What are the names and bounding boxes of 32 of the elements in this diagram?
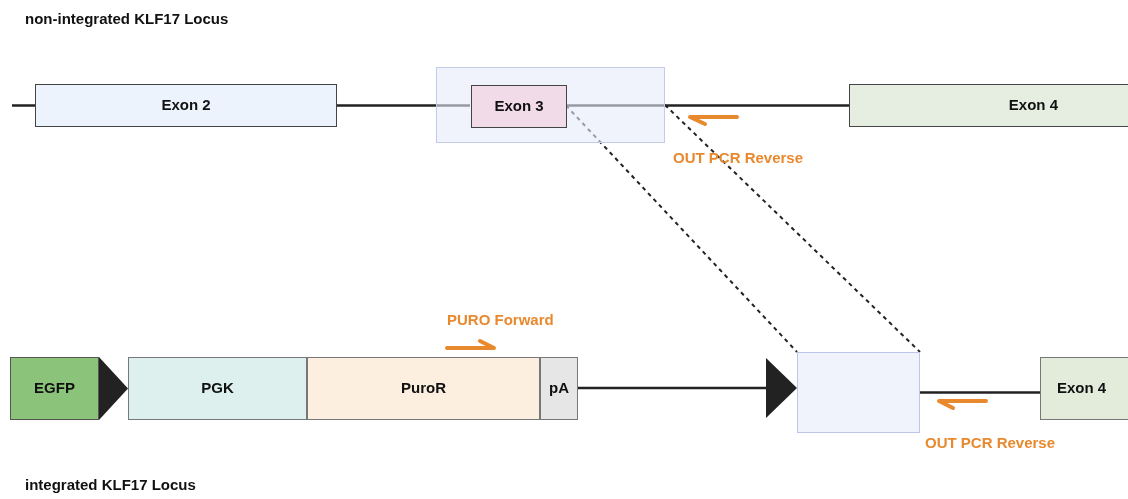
backbone-line [578, 386, 766, 390]
segment-label: Exon 4 [1057, 378, 1107, 399]
segment-box [128, 357, 307, 420]
segment-box [10, 357, 99, 420]
triangle-marker [766, 358, 797, 418]
highlight-box [436, 67, 665, 143]
highlight-box [797, 352, 920, 433]
segment-box [35, 84, 337, 127]
segment-box [1040, 357, 1128, 420]
triangle-marker [99, 357, 128, 420]
segment-label: EGFP [34, 378, 75, 399]
primer-label: PURO Forward [447, 310, 554, 330]
segment-label: pA [549, 378, 569, 399]
backbone-line [337, 104, 470, 107]
locus-title: non-integrated KLF17 Locus [25, 9, 229, 29]
segment-box [849, 84, 1128, 127]
backbone-line [566, 104, 849, 107]
dashed-line [565, 104, 798, 353]
segment-box [540, 357, 578, 420]
segment-label: PuroR [401, 378, 446, 399]
primer-label: OUT PCR Reverse [673, 148, 804, 168]
segment-label: Exon 3 [494, 96, 544, 117]
backbone-line [920, 391, 1040, 394]
backbone-line [12, 104, 35, 107]
dashed-line [664, 104, 921, 353]
segment-label: Exon 4 [1008, 95, 1058, 116]
segment-label: Exon 2 [161, 95, 211, 116]
segment-box [307, 357, 540, 420]
locus-title: integrated KLF17 Locus [25, 475, 196, 495]
primer-label: OUT PCR Reverse [925, 433, 1056, 453]
segment-label: PGK [201, 378, 234, 399]
segment-box [471, 85, 567, 128]
